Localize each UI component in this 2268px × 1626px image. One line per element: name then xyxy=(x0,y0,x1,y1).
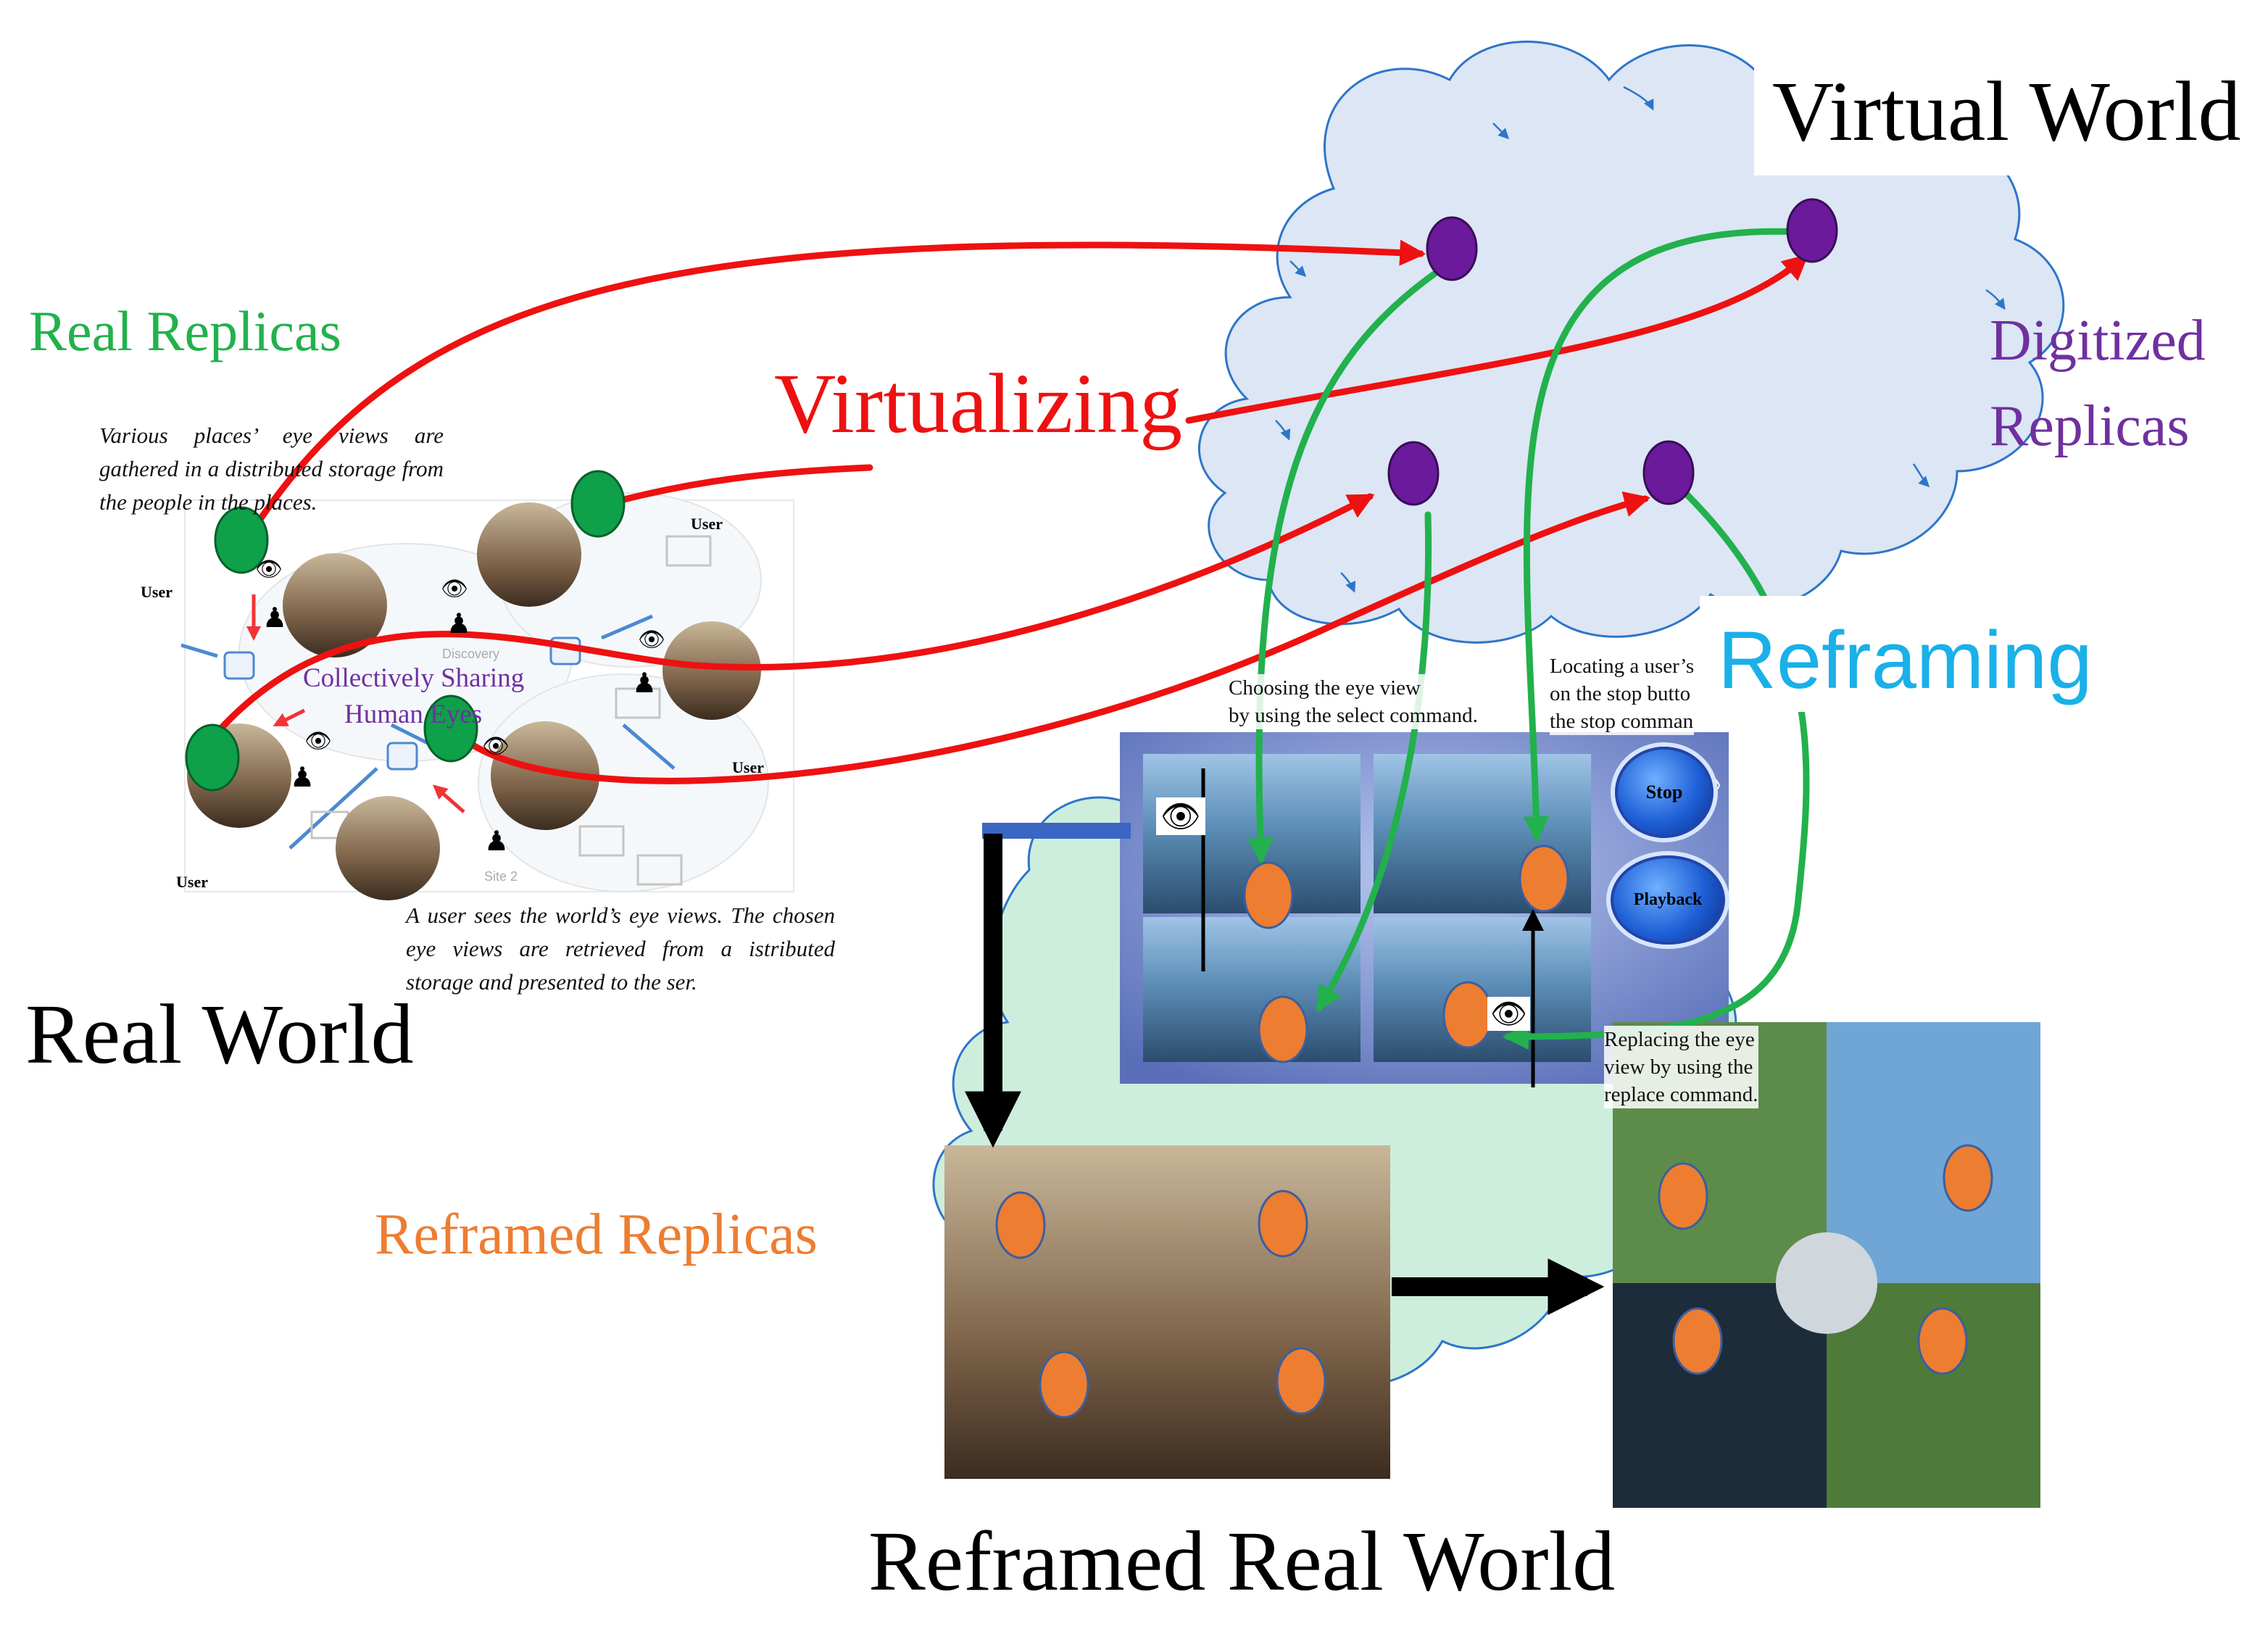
digitized-replicas-label-1: Digitized xyxy=(1990,309,2206,373)
person-icon: ♟ xyxy=(446,607,472,639)
reframing-label: Reframing xyxy=(1718,615,2093,705)
discovery-label: Discovery xyxy=(442,647,500,661)
person-icon: ♟ xyxy=(632,667,657,699)
user-label: User xyxy=(176,873,208,891)
virtual-world-title xyxy=(1754,59,2247,175)
replacing-note-line1: Replacing the eye xyxy=(1604,1028,1755,1051)
person-icon: ♟ xyxy=(484,825,510,857)
eye-icon: 👁 xyxy=(482,734,510,759)
real-replica-nodes xyxy=(185,470,626,792)
replacing-note-line3: replace command. xyxy=(1604,1083,1758,1106)
real-world-photos xyxy=(187,502,761,900)
eye-icon: 👁 xyxy=(255,557,283,582)
user-label: User xyxy=(732,758,764,776)
virtual-world-title-text: Virtual World xyxy=(1772,64,2241,159)
eye-icon: 👁 xyxy=(1156,797,1205,835)
reframed-replica-nodes xyxy=(995,845,1993,1419)
user-label: User xyxy=(141,583,173,601)
choosing-note: Choosing the eye view by using the selec… xyxy=(1229,674,1478,729)
locating-note-line1: Locating a user’s xyxy=(1550,655,1695,678)
replacing-note-line2: view by using the xyxy=(1604,1055,1753,1079)
virtualizing-label: Virtualizing xyxy=(774,356,1183,451)
replacing-note: Replacing the eye view by using the repl… xyxy=(1604,1026,1758,1108)
reframed-real-world-title: Reframed Real World xyxy=(868,1514,1616,1609)
user-sees-note: A user sees the world’s eye views. The c… xyxy=(406,903,835,995)
choosing-note-line2: by using the select command. xyxy=(1229,704,1478,727)
eye-icon: 👁 xyxy=(441,576,469,602)
gathered-note: Various places’ eye views are gathered i… xyxy=(99,423,444,515)
real-world-title: Real World xyxy=(25,987,414,1082)
stop-button[interactable]: Stop xyxy=(1615,747,1714,838)
locating-note: Locating a user’s on the stop butto the … xyxy=(1550,652,1695,735)
person-icon: ♟ xyxy=(262,602,288,634)
real-replicas-label: Real Replicas xyxy=(29,299,342,362)
user-label: User xyxy=(691,515,723,533)
reframing-label-bg xyxy=(1700,596,2077,712)
blue-bar xyxy=(982,823,1131,839)
locating-note-line2: on the stop butto xyxy=(1550,682,1691,705)
choosing-note-line1: Choosing the eye view xyxy=(1229,676,1421,700)
person-icon: ♟ xyxy=(290,761,315,793)
playback-button[interactable]: Playback xyxy=(1611,855,1725,945)
locating-note-line3: the stop comman xyxy=(1550,710,1694,733)
eye-icon: 👁 xyxy=(1487,997,1530,1031)
eye-icon: 👁 xyxy=(304,729,333,754)
reframed-replicas-label: Reframed Replicas xyxy=(375,1203,818,1266)
digitized-replicas-label-2: Replicas xyxy=(1990,394,2190,458)
eye-icon: 👁 xyxy=(638,627,666,652)
collectively-sharing-label-2: Human Eyes xyxy=(344,700,483,729)
site-label: Site 2 xyxy=(484,869,518,884)
digitized-replica-nodes xyxy=(1387,198,1838,506)
collectively-sharing-label-1: Collectively Sharing xyxy=(303,663,525,693)
